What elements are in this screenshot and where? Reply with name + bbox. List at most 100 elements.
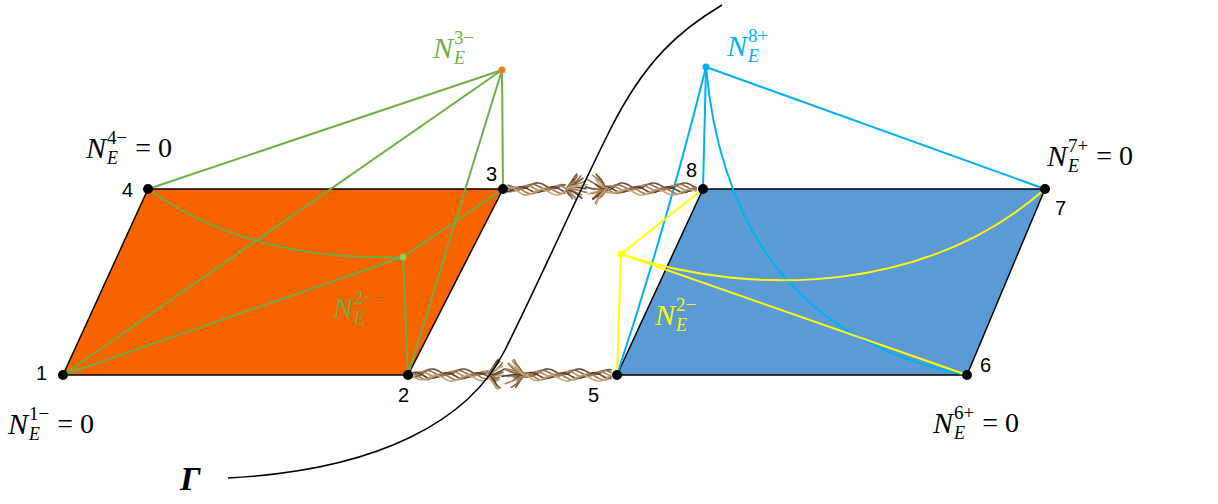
value-equation: = 0 (1096, 142, 1133, 170)
index-stack: 8+ E (748, 26, 768, 65)
node-number: 8 (686, 160, 697, 180)
index-stack: 3− E (454, 28, 474, 67)
fibre-strand (566, 176, 577, 189)
shape-function-line (63, 257, 403, 375)
function-symbol: N (1047, 141, 1067, 171)
node-dot (698, 184, 708, 194)
superscript: 2− (354, 288, 374, 307)
shape-function-label: N3− E (433, 28, 474, 67)
superscript: 6+ (954, 403, 974, 422)
node-dot (612, 370, 622, 380)
superscript: 4− (107, 128, 127, 147)
fibre-strand (510, 364, 524, 375)
value-equation: = 0 (982, 409, 1019, 437)
fibre-strand (504, 369, 524, 375)
index-stack: 7+ E (1068, 136, 1088, 175)
subscript: E (1068, 157, 1088, 175)
fibre-strand (566, 189, 587, 193)
function-symbol: N (8, 409, 28, 439)
subscript: E (748, 47, 768, 65)
shape-function-label: N8+ E (727, 26, 768, 65)
fibre-strand (606, 183, 696, 191)
subscript: E (954, 424, 974, 442)
node-number: 2 (398, 385, 409, 405)
node-number: 6 (980, 355, 991, 375)
superscript: 2− (676, 295, 696, 314)
index-stack: 1−E (29, 404, 49, 443)
fibre-strand (524, 374, 611, 381)
fibre-strand (502, 375, 524, 377)
node-number: 3 (486, 164, 497, 184)
shape-function-line (403, 189, 503, 257)
plus-element (617, 189, 1045, 375)
subscript: E (676, 316, 696, 334)
shape-function-label: N1−E = 0 (8, 404, 94, 443)
shape-function-line (63, 70, 502, 375)
shape-function-label: N4− E = 0 (86, 128, 172, 167)
shape-function-label: N2− E (333, 288, 374, 327)
function-symbol: N (933, 408, 953, 438)
superscript: 3− (454, 28, 474, 47)
function-symbol: N (333, 293, 353, 323)
fibre-strand (488, 375, 498, 389)
node-dot (143, 184, 153, 194)
index-stack: 2− E (676, 295, 696, 334)
crack-label: Γ (180, 462, 201, 496)
subscript: E (107, 149, 127, 167)
superscript: 7+ (1068, 136, 1088, 155)
index-stack: 4− E (107, 128, 127, 167)
fibre-strand (592, 175, 606, 189)
function-symbol: N (655, 300, 675, 330)
node-dot (703, 64, 710, 71)
fibre-strand (566, 185, 578, 189)
shape-function-line (148, 70, 502, 189)
shape-function-line (621, 254, 967, 375)
superscript: 8+ (748, 26, 768, 45)
shape-function-line (502, 70, 503, 189)
node-dot (618, 251, 625, 258)
value-equation: = 0 (135, 134, 172, 162)
shape-function-label: N2− E (655, 295, 696, 334)
fibre-strand (508, 187, 565, 195)
node-dot (1040, 184, 1050, 194)
index-stack: 2− E (354, 288, 374, 327)
subscript: E (29, 425, 49, 443)
node-number: 7 (1055, 198, 1066, 218)
shape-function-line (621, 189, 1045, 280)
fibre-strand (596, 179, 606, 189)
fibre-strand (596, 174, 606, 189)
subscript: E (354, 309, 374, 327)
fibre-strand (606, 189, 696, 195)
node-dot (499, 67, 506, 74)
crack-curve (228, 5, 722, 478)
node-dot (962, 370, 972, 380)
fibre-strand (596, 189, 606, 204)
shape-function-label: N6+ E = 0 (933, 403, 1019, 442)
fibre-strand (505, 375, 524, 384)
index-stack: 6+ E (954, 403, 974, 442)
shape-function-line (706, 67, 1045, 189)
fibre-strand (413, 375, 488, 381)
node-number: 5 (588, 385, 599, 405)
shape-function-label: N7+ E = 0 (1047, 136, 1133, 175)
node-dot (400, 254, 407, 261)
function-symbol: N (727, 31, 747, 61)
shape-function-line (621, 189, 703, 254)
shape-function-line (617, 254, 621, 375)
fibre-strand (524, 373, 611, 380)
shape-function-line (403, 257, 408, 375)
function-symbol: N (433, 33, 453, 63)
subscript: E (454, 49, 474, 67)
node-number: 4 (122, 180, 133, 200)
node-dot (58, 370, 68, 380)
node-number: 1 (36, 363, 47, 383)
shape-function-line (148, 189, 403, 257)
fibre-strand (595, 184, 606, 189)
fibre-strand (606, 184, 696, 190)
function-symbol: N (86, 133, 106, 163)
value-equation: = 0 (57, 410, 94, 438)
node-dot (403, 370, 413, 380)
